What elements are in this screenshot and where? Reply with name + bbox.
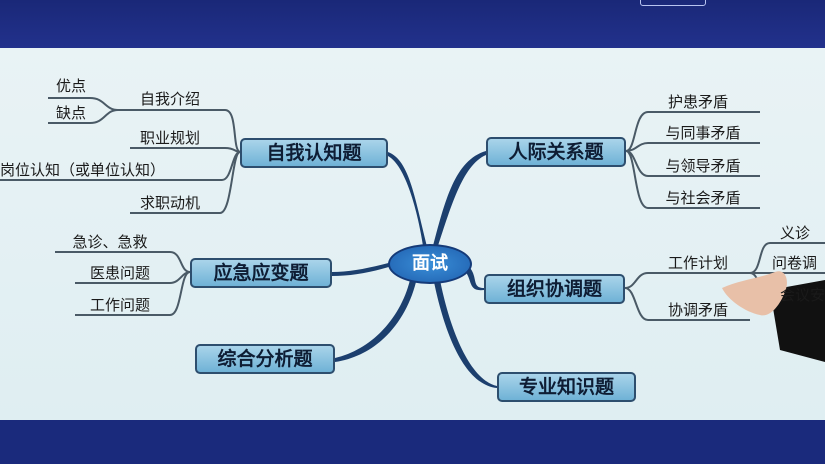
leaf-self-intro: 自我介绍	[139, 90, 200, 108]
leaf-leaders: 与领导矛盾	[665, 157, 741, 175]
leaf-nurse-patient: 护患矛盾	[667, 93, 728, 111]
node-self-cognition: 自我认知题	[240, 138, 388, 168]
top-tab	[640, 0, 706, 6]
node-emergency: 应急应变题	[190, 258, 332, 288]
leaf-coordinate-conflict: 协调矛盾	[667, 301, 728, 319]
center-node: 面试	[388, 244, 472, 284]
leaf-work-issues: 工作问题	[89, 296, 150, 314]
leaf-doctor-patient: 医患问题	[89, 264, 150, 282]
leaf-society: 与社会矛盾	[665, 189, 741, 207]
bottom-bar	[0, 420, 825, 464]
top-bar	[0, 0, 825, 48]
leaf-free-clinic: 义诊	[779, 224, 810, 242]
node-coordination: 组织协调题	[484, 274, 625, 304]
leaf-career-plan: 职业规划	[139, 129, 200, 147]
leaf-weaknesses: 缺点	[55, 104, 86, 122]
node-analysis: 综合分析题	[195, 344, 335, 374]
leaf-emergency-care: 急诊、急救	[72, 233, 148, 251]
leaf-motivation: 求职动机	[139, 194, 200, 212]
leaf-colleagues: 与同事矛盾	[665, 124, 741, 142]
leaf-work-plan: 工作计划	[667, 254, 728, 272]
node-knowledge: 专业知识题	[497, 372, 636, 402]
node-interpersonal: 人际关系题	[486, 137, 626, 167]
leaf-meeting: 会议安	[780, 286, 825, 304]
leaf-questionnaire: 问卷调	[772, 254, 818, 272]
leaf-position-cognition: 岗位认知（或单位认知）	[0, 161, 166, 179]
leaf-lines	[0, 97, 825, 321]
leaf-strengths: 优点	[55, 77, 86, 95]
presenter-hand	[722, 271, 825, 362]
